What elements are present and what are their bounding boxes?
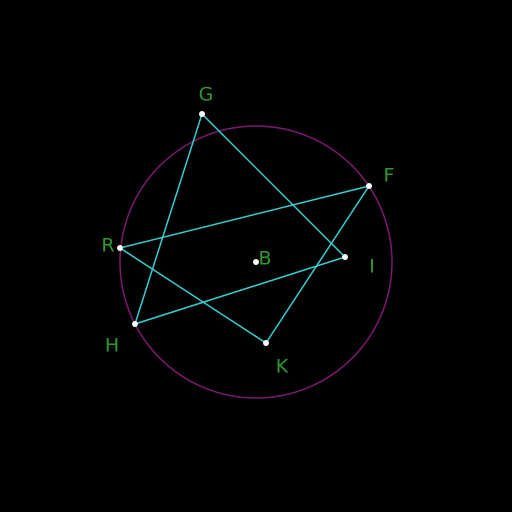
segment-FK <box>265 185 370 344</box>
point-B <box>253 259 259 265</box>
point-K <box>263 340 269 346</box>
segment-RK <box>119 247 267 344</box>
label-K: K <box>276 356 289 378</box>
label-G: G <box>199 84 214 106</box>
point-R <box>117 245 123 251</box>
segment-RF <box>119 185 370 249</box>
segment-GI <box>201 113 346 258</box>
segment-HI <box>134 256 346 325</box>
circle-centered-at-B <box>119 125 393 399</box>
label-I: I <box>369 256 375 278</box>
segment-GH <box>134 113 203 325</box>
label-H: H <box>105 335 119 357</box>
point-H <box>132 321 138 327</box>
label-B: B <box>258 248 271 270</box>
point-F <box>366 183 372 189</box>
label-R: R <box>101 235 114 257</box>
label-F: F <box>384 165 395 187</box>
point-G <box>199 111 205 117</box>
point-I <box>342 254 348 260</box>
